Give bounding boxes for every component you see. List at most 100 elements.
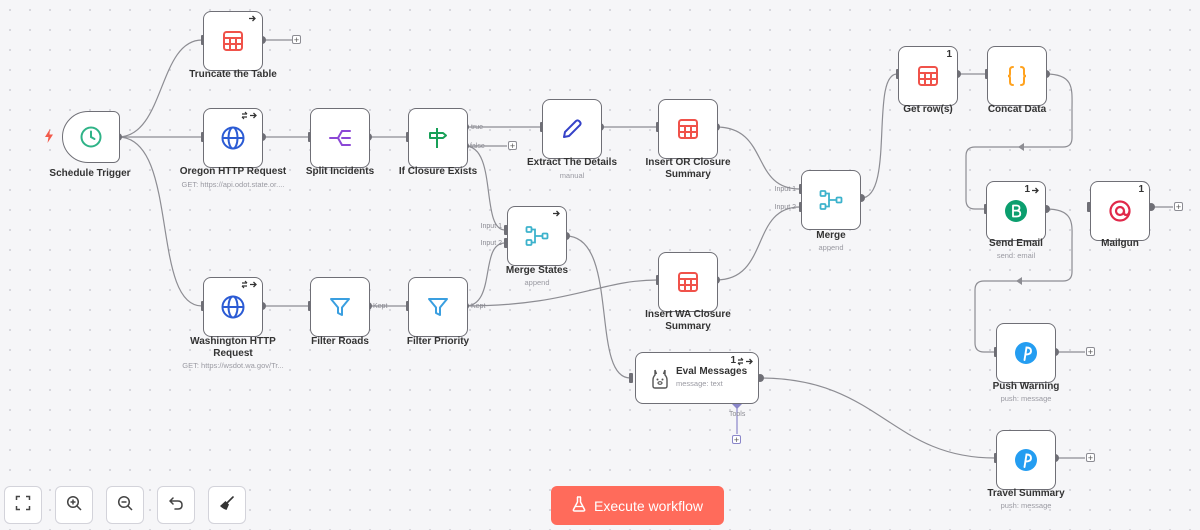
connection <box>715 206 801 281</box>
fit-view-button[interactable] <box>4 486 42 524</box>
pushover-icon <box>1012 446 1040 474</box>
add-node-button[interactable]: + <box>508 141 517 151</box>
run-count-badge: 1 <box>1138 184 1144 195</box>
node-label: Filter Priority <box>406 336 470 347</box>
input-label: Input 2 <box>480 240 502 247</box>
execute-workflow-label: Execute workflow <box>594 497 703 514</box>
flask-icon <box>572 496 586 515</box>
broom-icon <box>219 495 235 516</box>
filter-icon <box>326 293 354 321</box>
retry-arrow-icon <box>241 111 257 120</box>
add-node-button[interactable]: + <box>1174 202 1183 212</box>
table-icon <box>219 27 247 55</box>
node-concat-data[interactable] <box>987 46 1047 106</box>
table-icon <box>674 115 702 143</box>
zoom-out-icon <box>117 495 133 516</box>
node-label: Merge States <box>505 265 569 276</box>
node-label: Filter Roads <box>311 336 369 347</box>
node-get-rows[interactable]: 1 <box>898 46 958 106</box>
node-label: Concat Data <box>987 104 1047 115</box>
node-subtitle: message: text <box>676 379 723 388</box>
node-insert-wa[interactable] <box>658 252 718 312</box>
fit-view-icon <box>15 495 31 516</box>
clock-icon <box>77 123 105 151</box>
add-node-button[interactable]: + <box>292 35 301 45</box>
node-travel-summary[interactable] <box>996 430 1056 490</box>
connection <box>974 208 1073 353</box>
input-label: Input 1 <box>774 186 796 193</box>
node-oregon-http[interactable] <box>203 108 263 168</box>
node-truncate-table[interactable] <box>203 11 263 71</box>
mailgun-icon <box>1106 197 1134 225</box>
eval-messages-text: Eval Messages message: text <box>676 366 747 389</box>
add-tool-button[interactable]: + <box>732 435 741 445</box>
node-label: Merge <box>816 230 846 241</box>
node-subtitle: GET: https://wsdot.wa.gov/Tr... <box>182 361 284 370</box>
connection <box>464 242 506 307</box>
filter-icon <box>424 293 452 321</box>
node-filter-roads[interactable] <box>310 277 370 337</box>
node-subtitle: append <box>524 278 550 287</box>
pencil-icon <box>558 115 586 143</box>
llama-icon <box>646 364 674 392</box>
node-subtitle: GET: https://api.odot.state.or.... <box>181 180 285 189</box>
node-push-warning[interactable] <box>996 323 1056 383</box>
add-node-button[interactable]: + <box>1086 347 1095 357</box>
node-label: Insert OR Closure Summary <box>645 157 731 180</box>
table-icon <box>674 268 702 296</box>
run-count-badge: 1 <box>1024 184 1040 196</box>
zoom-out-button[interactable] <box>106 486 144 524</box>
output-label-false: false <box>470 143 485 150</box>
code-braces-icon <box>1003 62 1031 90</box>
node-label: Truncate the Table <box>189 69 277 80</box>
tidy-up-button[interactable] <box>208 486 246 524</box>
node-label: Mailgun <box>1101 238 1139 249</box>
node-if-closure[interactable] <box>408 108 468 168</box>
run-once-arrow-icon <box>248 14 257 23</box>
node-eval-messages[interactable]: 1 <box>635 352 759 404</box>
undo-button[interactable] <box>157 486 195 524</box>
node-label: Oregon HTTP Request <box>179 166 287 177</box>
node-washington-http[interactable] <box>203 277 263 337</box>
table-icon <box>914 62 942 90</box>
undo-icon <box>168 495 184 516</box>
retry-arrow-icon <box>241 280 257 289</box>
node-subtitle: append <box>818 243 844 252</box>
zoom-in-button[interactable] <box>55 486 93 524</box>
connection <box>117 136 203 307</box>
node-label: Eval Messages <box>676 366 748 377</box>
node-merge-states[interactable] <box>507 206 567 266</box>
node-label: Travel Summary <box>987 488 1065 499</box>
node-split-incidents[interactable] <box>310 108 370 168</box>
signpost-icon <box>424 124 452 152</box>
node-label: Insert WA Closure Summary <box>645 309 731 332</box>
tools-connector-label: Tools <box>729 411 746 418</box>
connection <box>464 279 658 307</box>
output-label-kept: Kept <box>471 303 486 310</box>
trigger-bolt-icon <box>44 129 54 148</box>
node-schedule-trigger[interactable] <box>62 111 120 163</box>
connection <box>715 126 801 190</box>
node-merge[interactable] <box>801 170 861 230</box>
node-filter-priority[interactable] <box>408 277 468 337</box>
execute-workflow-button[interactable]: Execute workflow <box>551 486 724 525</box>
zoom-in-icon <box>66 495 82 516</box>
node-send-email[interactable]: 1 <box>986 181 1046 241</box>
input-label: Input 2 <box>774 204 796 211</box>
retry-arrow-icon <box>737 357 753 365</box>
globe-icon <box>219 293 247 321</box>
node-mailgun[interactable]: 1 <box>1090 181 1150 241</box>
run-count-badge: 1 <box>946 49 952 60</box>
node-subtitle: push: message <box>1000 501 1052 510</box>
node-insert-or[interactable] <box>658 99 718 159</box>
node-extract-details[interactable] <box>542 99 602 159</box>
connection <box>565 235 631 379</box>
connection <box>860 73 898 199</box>
run-once-arrow-icon <box>1032 187 1039 193</box>
run-count-badge: 1 <box>730 355 753 367</box>
node-label: Schedule Trigger <box>49 168 131 179</box>
add-node-button[interactable]: + <box>1086 453 1095 463</box>
connection <box>117 39 203 138</box>
node-label: Send Email <box>989 238 1043 249</box>
node-label: If Closure Exists <box>398 166 478 177</box>
